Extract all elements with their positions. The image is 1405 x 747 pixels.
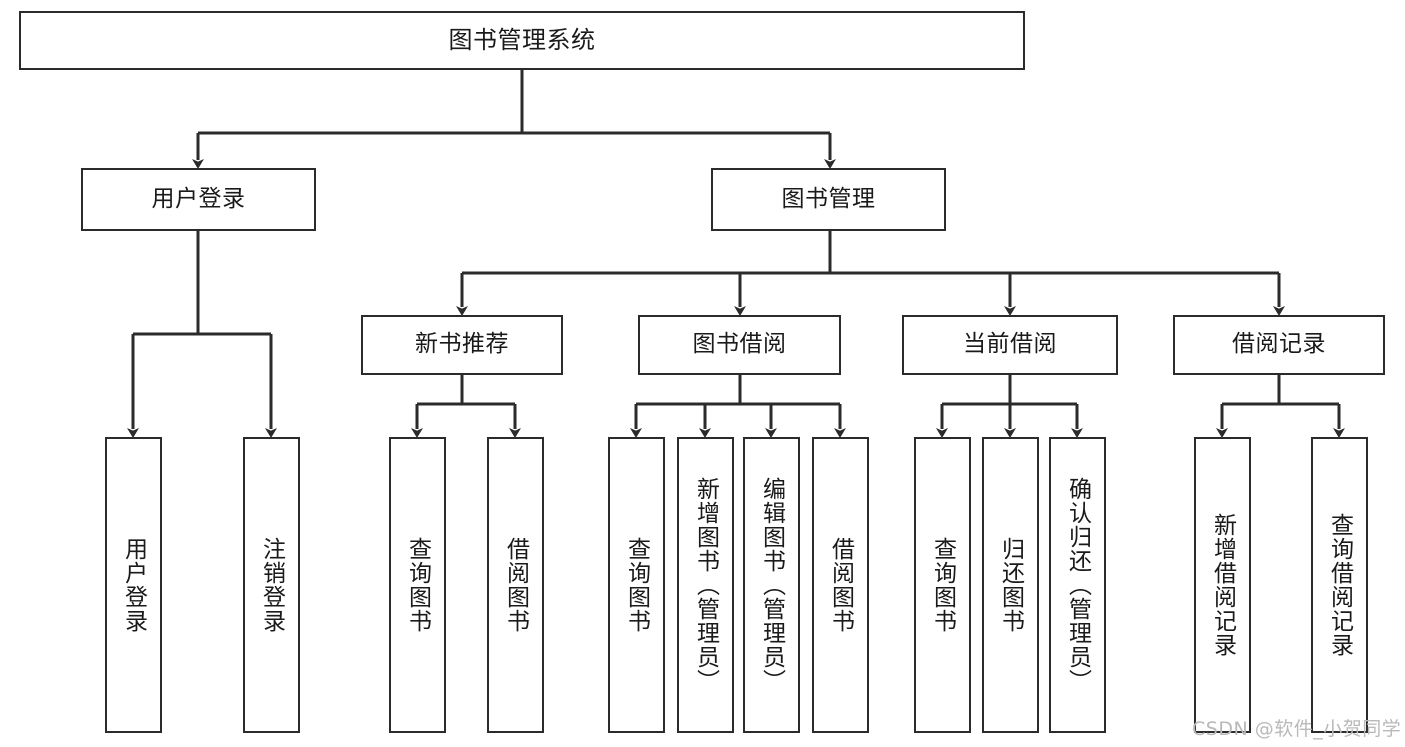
node-label: 图书管理 xyxy=(781,185,876,212)
node-label: 查询图书 xyxy=(929,537,956,633)
leaf-user-login[interactable]: 用户登录 xyxy=(105,437,162,733)
node-label: 注销登录 xyxy=(258,537,285,633)
node-label: 新增图书（管理员） xyxy=(692,477,719,693)
node-book-management[interactable]: 图书管理 xyxy=(711,168,946,231)
leaf-borrow-book[interactable]: 借阅图书 xyxy=(812,437,869,733)
node-label: 新书推荐 xyxy=(415,331,509,358)
node-book-borrow[interactable]: 图书借阅 xyxy=(638,315,841,375)
leaf-query-book-borrow[interactable]: 查询图书 xyxy=(608,437,665,733)
leaf-query-book-recommend[interactable]: 查询图书 xyxy=(389,437,446,733)
node-label: 图书借阅 xyxy=(692,331,787,358)
node-label: 当前借阅 xyxy=(963,331,1057,358)
node-label: 查询借阅记录 xyxy=(1326,513,1353,657)
leaf-query-borrow-record[interactable]: 查询借阅记录 xyxy=(1311,437,1368,733)
node-label: 借阅图书 xyxy=(502,537,529,633)
node-new-book-recommendation[interactable]: 新书推荐 xyxy=(361,315,563,375)
node-label: 编辑图书（管理员） xyxy=(758,477,785,693)
node-label: 新增借阅记录 xyxy=(1209,513,1236,657)
leaf-edit-book-admin[interactable]: 编辑图书（管理员） xyxy=(743,437,800,733)
leaf-add-borrow-record[interactable]: 新增借阅记录 xyxy=(1194,437,1251,733)
node-user-login[interactable]: 用户登录 xyxy=(81,168,316,231)
node-root-book-management-system[interactable]: 图书管理系统 xyxy=(19,11,1025,70)
node-label: 查询图书 xyxy=(404,537,431,633)
node-current-borrow[interactable]: 当前借阅 xyxy=(902,315,1118,375)
leaf-logout[interactable]: 注销登录 xyxy=(243,437,300,733)
leaf-confirm-return-admin[interactable]: 确认归还（管理员） xyxy=(1049,437,1106,733)
node-label: 确认归还（管理员） xyxy=(1064,477,1091,693)
leaf-borrow-book-recommend[interactable]: 借阅图书 xyxy=(487,437,544,733)
node-label: 借阅图书 xyxy=(827,537,854,633)
node-label: 归还图书 xyxy=(997,537,1024,633)
watermark-text: CSDN @软件_小贺同学 xyxy=(1192,718,1402,740)
leaf-add-book-admin[interactable]: 新增图书（管理员） xyxy=(677,437,734,733)
node-label: 用户登录 xyxy=(151,185,246,212)
node-label: 图书管理系统 xyxy=(448,26,596,55)
node-borrow-record[interactable]: 借阅记录 xyxy=(1173,315,1385,375)
leaf-query-book-current[interactable]: 查询图书 xyxy=(914,437,971,733)
node-label: 借阅记录 xyxy=(1232,331,1326,358)
node-label: 查询图书 xyxy=(623,537,650,633)
leaf-return-book[interactable]: 归还图书 xyxy=(982,437,1039,733)
node-label: 用户登录 xyxy=(120,537,147,633)
